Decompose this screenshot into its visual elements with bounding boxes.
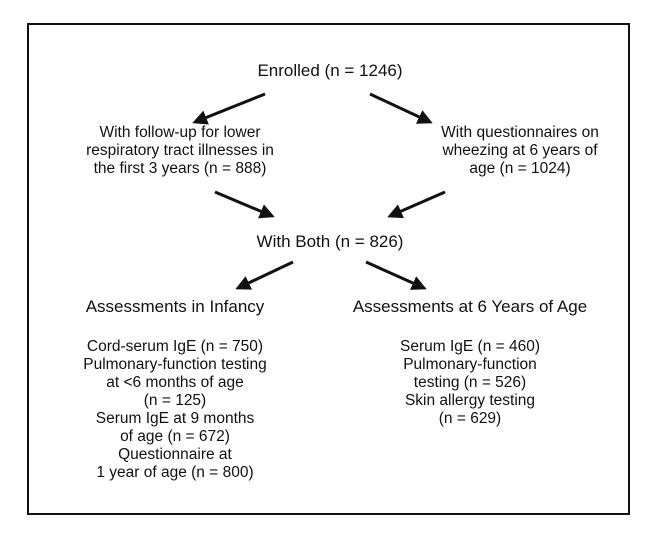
six-years-line: Skin allergy testing bbox=[404, 392, 536, 409]
six-years-assessments: Serum IgE (n = 460) Pulmonary-function t… bbox=[360, 338, 580, 428]
enrolled-node: Enrolled (n = 1246) bbox=[257, 61, 403, 80]
six-years-line: testing (n = 526) bbox=[413, 374, 527, 391]
infancy-line: Cord-serum IgE (n = 750) bbox=[86, 338, 264, 355]
arrow-enrolled-to-followup bbox=[192, 92, 266, 125]
arrow-both-to-six-years bbox=[365, 260, 427, 290]
followup-line: the first 3 years (n = 888) bbox=[93, 160, 267, 177]
followup-line: respiratory tract illnesses in bbox=[86, 142, 274, 159]
infancy-line: Serum IgE at 9 months bbox=[95, 410, 255, 427]
infancy-line: of age (n = 672) bbox=[120, 428, 230, 445]
infancy-line: at <6 months of age bbox=[106, 374, 244, 391]
infancy-line: (n = 125) bbox=[143, 392, 207, 409]
infancy-assessments: Cord-serum IgE (n = 750) Pulmonary-funct… bbox=[55, 338, 295, 482]
questionnaire-line: With questionnaires on bbox=[441, 124, 599, 141]
arrow-questionnaire-to-both bbox=[387, 190, 446, 219]
questionnaire-line: age (n = 1024) bbox=[469, 160, 571, 177]
infancy-line: 1 year of age (n = 800) bbox=[96, 464, 254, 481]
six-years-line: Serum IgE (n = 460) bbox=[400, 338, 540, 355]
arrow-enrolled-to-questionnaire bbox=[369, 92, 433, 124]
infancy-line: Pulmonary-function testing bbox=[83, 356, 267, 373]
diagram-frame bbox=[27, 23, 630, 515]
six-years-heading: Assessments at 6 Years of Age bbox=[352, 297, 588, 316]
six-years-line: Pulmonary-function bbox=[403, 356, 537, 373]
questionnaire-node: With questionnaires on wheezing at 6 yea… bbox=[410, 124, 630, 178]
infancy-line: Questionnaire at bbox=[118, 446, 232, 463]
arrow-followup-to-both bbox=[214, 190, 275, 219]
followup-node: With follow-up for lower respiratory tra… bbox=[50, 124, 310, 178]
arrow-both-to-infancy bbox=[235, 260, 294, 290]
questionnaire-line: wheezing at 6 years of bbox=[442, 142, 598, 159]
with-both-node: With Both (n = 826) bbox=[256, 232, 404, 251]
six-years-line: (n = 629) bbox=[438, 410, 502, 427]
followup-line: With follow-up for lower bbox=[99, 124, 261, 141]
infancy-heading: Assessments in Infancy bbox=[85, 297, 265, 316]
